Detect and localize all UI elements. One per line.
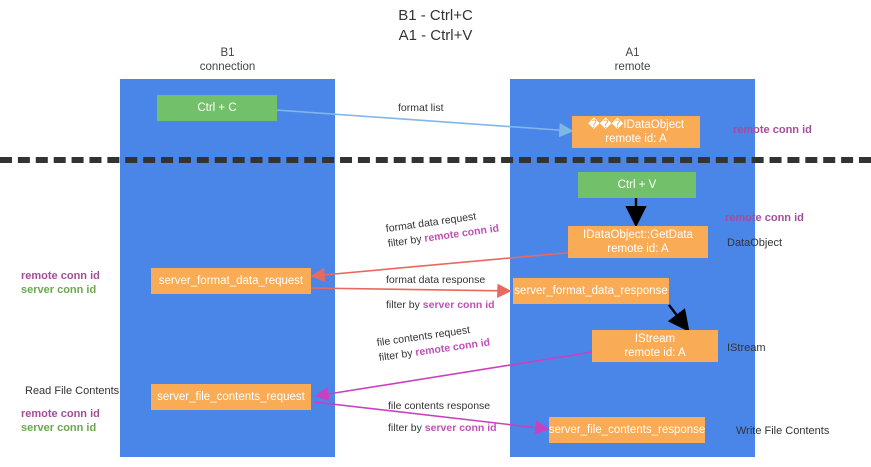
arrow-label-file-contents-response: file contents response filter by server … [388,399,497,436]
arrow-label-file-contents-request: file contents request filter by remote c… [376,321,491,366]
lane-header-a1: A1 remote [614,47,651,73]
box-server-format-data-response[interactable]: server_format_data_response [513,278,669,304]
arrow-label-format-data-request: format data request filter by remote con… [385,207,500,252]
filter-by-text: filter by [388,422,425,434]
box-server-file-contents-response[interactable]: server_file_contents_response [549,417,705,443]
box-idataobject-getdata[interactable]: IDataObject::GetData remote id: A [568,226,708,258]
filter-by-text: filter by [378,346,417,364]
filter-by-text: filter by [386,299,423,311]
filter-key-server-conn-id: server conn id [424,422,497,434]
label-write-file-contents: Write File Contents [736,425,830,437]
box-idataobject-top[interactable]: ���IDataObject remote id: A [572,116,700,148]
label-data-object: DataObject [727,237,783,249]
lane-header-b1: B1 connection [199,47,256,73]
filter-key-server-conn-id: server conn id [422,299,495,311]
box-ctrl-v[interactable]: Ctrl + V [578,172,696,198]
section-divider [0,157,871,163]
label-left-server-conn-id-bottom: server conn id [21,422,97,434]
label-left-remote-conn-id-mid: remote conn id [21,270,100,282]
label-read-file-contents: Read File Contents [25,385,120,397]
label-remote-conn-id-top: remote conn id [733,124,812,136]
arrow-label-format-data-response: format data response filter by server co… [386,273,495,313]
label-remote-conn-id-mid: remote conn id [725,212,804,224]
arrow-label-format-list: format list [398,102,444,114]
page-title: B1 - Ctrl+C A1 - Ctrl+V [398,7,473,44]
box-ctrl-c[interactable]: Ctrl + C [157,95,277,121]
filter-by-text: filter by [387,232,426,250]
box-server-file-contents-request[interactable]: server_file_contents_request [151,384,311,410]
arrow-label-line1: format data response [386,274,486,286]
arrow-label-line2: filter by server conn id [386,298,495,313]
label-istream: IStream [727,342,766,354]
arrow-label-line2: filter by server conn id [388,421,497,436]
box-istream[interactable]: IStream remote id: A [592,330,718,362]
label-left-server-conn-id-mid: server conn id [21,284,97,296]
arrow-label-line1: file contents response [388,400,491,412]
label-left-remote-conn-id-bottom: remote conn id [21,408,100,420]
box-server-format-data-request[interactable]: server_format_data_request [151,268,311,294]
